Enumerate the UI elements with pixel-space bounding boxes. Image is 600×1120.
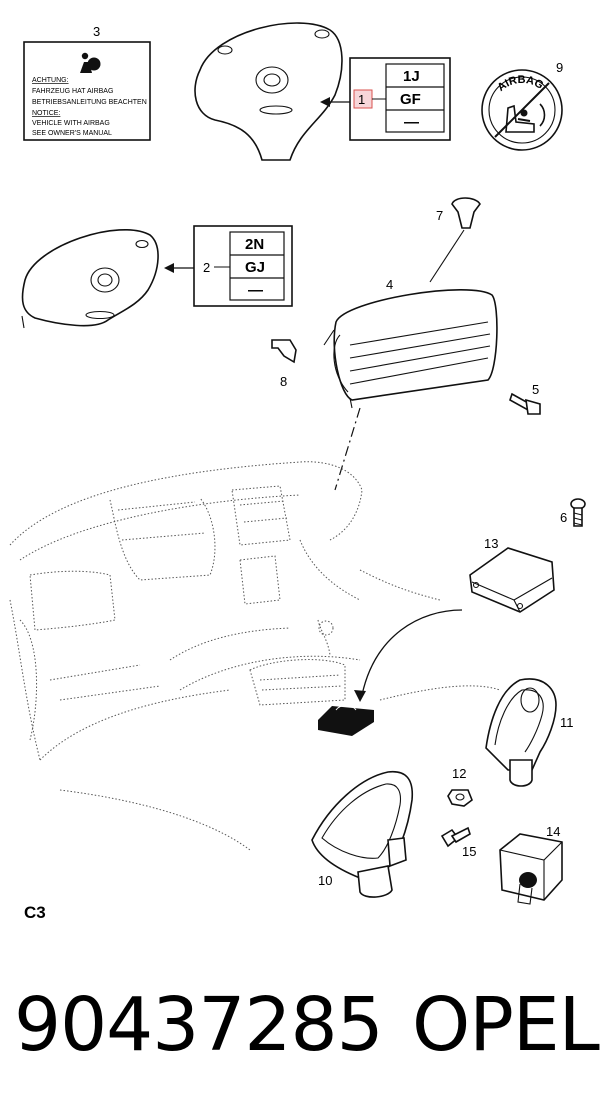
airbag-person-icon xyxy=(80,52,101,73)
callout-11: 11 xyxy=(560,715,574,730)
label-line-5: VEHICLE WITH AIRBAG xyxy=(32,120,110,127)
code-1-row-2: GF xyxy=(400,91,421,108)
nut-part-12 xyxy=(447,789,473,807)
callout-7: 7 xyxy=(436,208,443,223)
code-box-2: 2 2N GJ — xyxy=(193,225,293,307)
callout-15: 15 xyxy=(462,844,476,859)
callout-13: 13 xyxy=(484,536,498,551)
warning-label-part-3: ACHTUNG: FAHRZEUG HAT AIRBAG BETRIEBSANL… xyxy=(23,41,151,141)
connector-housing-part-14 xyxy=(499,833,563,905)
mounted-control-unit xyxy=(318,705,374,736)
callout-1: 1 xyxy=(358,92,365,107)
callout-9: 9 xyxy=(556,60,563,75)
bolt-part-15 xyxy=(440,826,471,848)
screw-part-6 xyxy=(570,498,586,527)
section-code: C3 xyxy=(24,903,46,922)
curved-arrow-head xyxy=(354,690,366,702)
code-2-row-3: — xyxy=(248,282,263,299)
code-1-row-3: — xyxy=(404,114,419,131)
callout-4: 4 xyxy=(386,277,393,292)
arrow-head-2 xyxy=(164,263,174,273)
code-box-1: 1 1J GF — xyxy=(349,57,451,141)
leader-7 xyxy=(429,229,465,283)
steering-wheel-airbag-top xyxy=(194,22,343,161)
passenger-airbag-module-part-4 xyxy=(323,289,498,409)
airbag-badge-part-9: AIRBAG xyxy=(481,69,563,151)
curved-arrow xyxy=(361,609,463,696)
code-2-row-2: GJ xyxy=(245,259,265,276)
callout-10: 10 xyxy=(318,873,332,888)
bracket-part-8 xyxy=(271,339,297,364)
assembly-line xyxy=(334,407,361,491)
arrow-head-1 xyxy=(320,97,330,107)
dashboard-outline xyxy=(9,461,501,851)
callout-14: 14 xyxy=(546,824,560,839)
code-2-row-1: 2N xyxy=(245,236,264,253)
bolt-part-5 xyxy=(509,392,541,415)
side-airbag-cover-part-10 xyxy=(311,770,414,898)
callout-2: 2 xyxy=(203,260,210,275)
label-line-4: NOTICE: xyxy=(32,110,60,117)
label-line-6: SEE OWNER'S MANUAL xyxy=(32,130,112,137)
code-1-row-1: 1J xyxy=(403,68,420,85)
child-seat-icon xyxy=(505,103,546,133)
steering-wheel-airbag-left xyxy=(21,229,159,329)
label-line-1: ACHTUNG: xyxy=(32,77,69,84)
side-airbag-cover-part-11 xyxy=(485,678,557,787)
airbag-control-unit-part-13 xyxy=(469,547,555,613)
callout-6: 6 xyxy=(560,510,567,525)
callout-5: 5 xyxy=(532,382,539,397)
callout-12: 12 xyxy=(452,766,466,781)
label-line-2: FAHRZEUG HAT AIRBAG xyxy=(32,88,113,95)
callout-3: 3 xyxy=(93,24,100,39)
part-number: 90437285 xyxy=(14,982,384,1068)
clip-part-7 xyxy=(451,197,481,229)
label-line-3: BETRIEBSANLEITUNG BEACHTEN xyxy=(32,99,147,106)
brand-name: OPEL xyxy=(412,982,600,1068)
callout-8: 8 xyxy=(280,374,287,389)
